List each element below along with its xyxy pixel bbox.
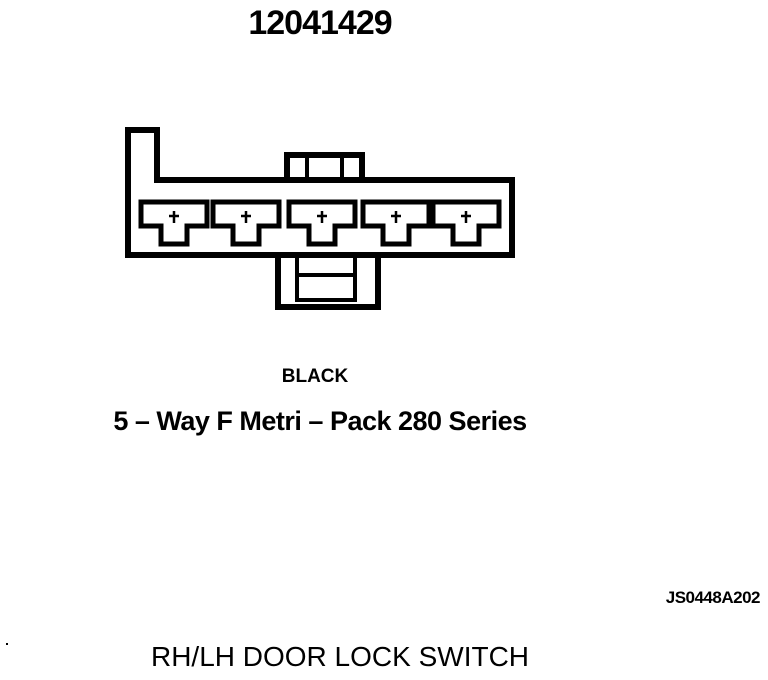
terminal-cavity-1 xyxy=(138,199,210,247)
connector-color-label: BLACK xyxy=(281,366,349,387)
diagram-caption: RH/LH DOOR LOCK SWITCH xyxy=(150,641,530,672)
connector-series-label: 5 – Way F Metri – Pack 280 Series xyxy=(113,406,527,436)
reference-code: JS0448A202 xyxy=(665,588,761,607)
terminal-cavity-3 xyxy=(286,199,358,247)
bottom-key xyxy=(275,255,381,310)
terminal-cavity-2 xyxy=(210,199,282,247)
part-number: 12041429 xyxy=(248,4,392,42)
scan-speck xyxy=(6,643,8,645)
terminal-cavities xyxy=(138,199,502,247)
terminal-cavity-5 xyxy=(430,199,502,247)
top-lock-tab xyxy=(284,152,365,180)
connector-housing xyxy=(125,127,515,258)
terminal-cavity-4 xyxy=(360,199,432,247)
